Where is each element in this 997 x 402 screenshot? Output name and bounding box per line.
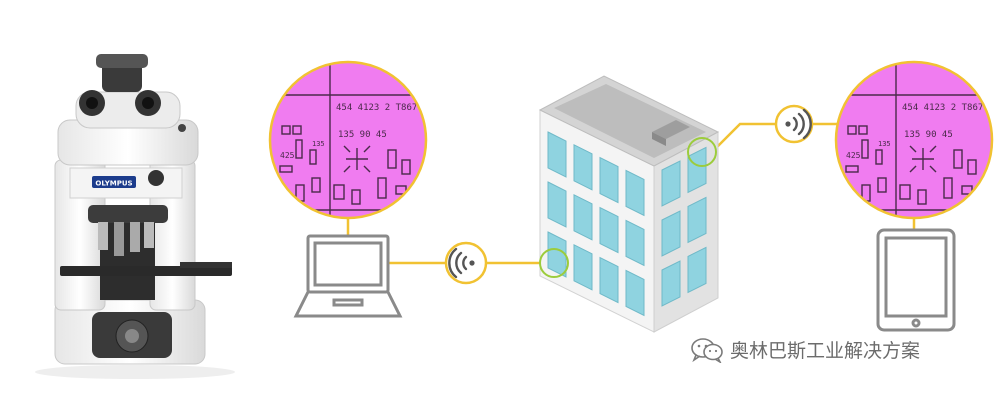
building-window	[547, 181, 567, 228]
building-window	[547, 131, 567, 178]
brand-label: OLYMPUS	[95, 180, 132, 188]
wafer-label-mid: 135 90 45	[904, 130, 953, 140]
building-window	[599, 256, 619, 304]
building-window	[661, 210, 681, 257]
wafer-label-left-a: 425	[846, 151, 861, 160]
building-window	[625, 269, 645, 317]
watermark: 奥林巴斯工业解决方案	[690, 336, 920, 363]
wafer-label-top: 454 4123 2 T867	[902, 103, 983, 113]
building-window	[661, 260, 681, 307]
building-window	[661, 160, 681, 207]
brand-badge	[92, 176, 136, 188]
building-window	[599, 156, 619, 204]
wafer-label-left-b: 135	[312, 140, 325, 148]
building-window	[687, 146, 707, 194]
watermark-text: 奥林巴斯工业解决方案	[730, 340, 921, 362]
building-highlight-left	[539, 248, 569, 278]
wechat-icon	[691, 337, 723, 363]
wifi-icon-right	[774, 104, 814, 144]
tablet-icon	[876, 228, 956, 332]
building-highlight-right	[687, 137, 717, 167]
wafer-zoom-right: 454 4123 2 T867 135 90 45 425 135 215	[834, 60, 994, 220]
wafer-label-top: 454 4123 2 T867	[336, 103, 417, 113]
building-window	[573, 193, 593, 241]
wafer-label-left-b: 135	[878, 140, 891, 148]
connection-lines	[346, 122, 916, 265]
building-wifi-line	[715, 122, 776, 149]
laptop-icon	[293, 234, 403, 318]
wafer-zoom-left: 454 4123 2 T867 135 90 45 425 135 215	[268, 60, 428, 220]
wafer-label-mid: 135 90 45	[338, 130, 387, 140]
building-window	[547, 231, 567, 278]
building-window	[573, 143, 593, 191]
microscope-image: OLYMPUS	[35, 54, 235, 379]
building-window	[625, 219, 645, 267]
building-window	[573, 243, 593, 291]
building-window	[687, 246, 707, 294]
building-window	[687, 196, 707, 244]
building-window	[625, 169, 645, 217]
building-image	[538, 75, 720, 333]
wafer-label-left-a: 425	[280, 151, 295, 160]
wifi-icon-left	[444, 241, 488, 285]
building-window	[599, 206, 619, 254]
